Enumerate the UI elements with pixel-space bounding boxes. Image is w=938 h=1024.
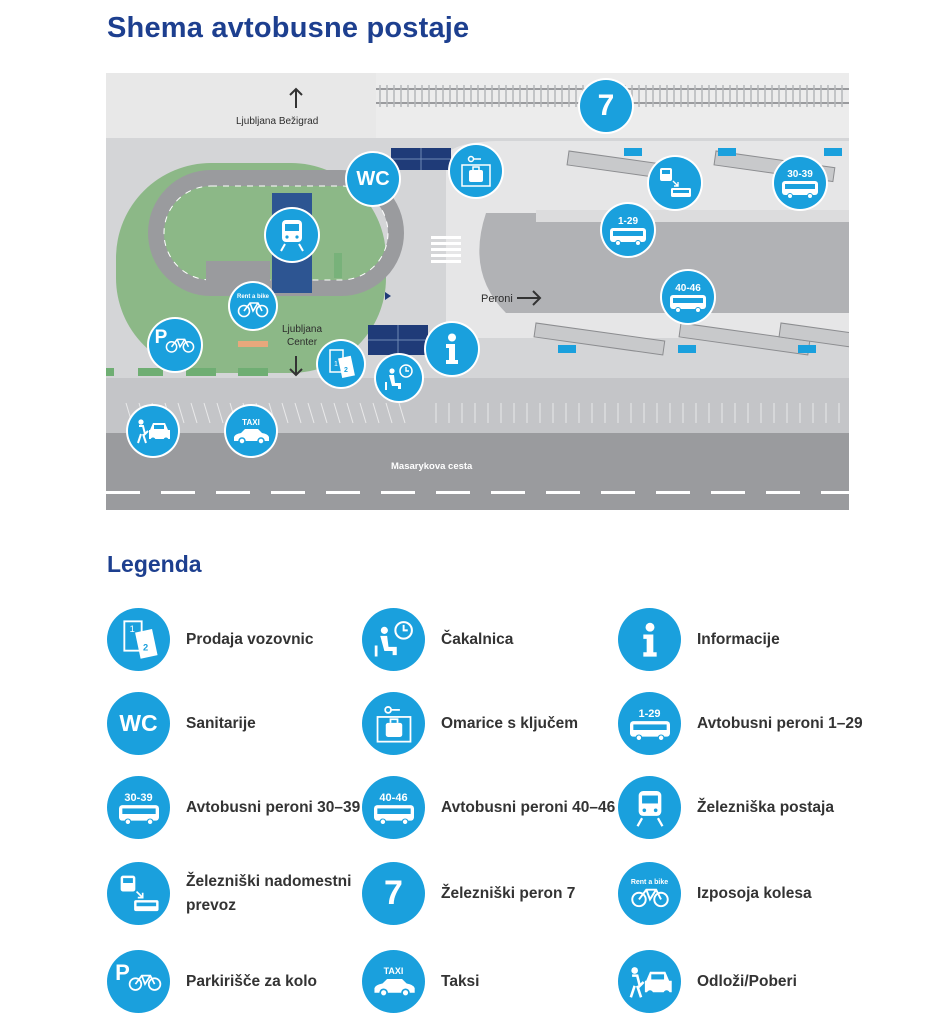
map-taxi-icon[interactable]: TAXI xyxy=(226,406,276,456)
map-info-icon[interactable] xyxy=(426,323,478,375)
map-rail-replacement-bus-icon[interactable] xyxy=(649,157,701,209)
legend-item: P Parkirišče za kolo xyxy=(107,950,361,1013)
legend-item-label: Železniška postaja xyxy=(697,798,834,816)
bike-parking-icon: P xyxy=(107,950,170,1013)
legend-item: Železniška postaja xyxy=(618,776,872,839)
map-bus-platforms-40-46-icon[interactable]: 40-46 xyxy=(662,271,714,323)
drop-off-pick-up-icon xyxy=(618,950,681,1013)
arrow-down-icon xyxy=(289,356,303,377)
map-bus-platforms-1-29-icon[interactable]: 1-29 xyxy=(602,204,654,256)
legend-item-label: Avtobusni peroni 30–39 xyxy=(186,798,361,816)
rail-platform-7-icon: 7 xyxy=(362,862,425,925)
label-masarykova-cesta: Masarykova cesta xyxy=(391,461,473,472)
waiting-room-icon xyxy=(362,608,425,671)
legend-item: TAXI Taksi xyxy=(362,950,616,1013)
map-bike-rental-icon[interactable]: Rent a bike xyxy=(230,283,276,329)
map-rail-platform-7-icon[interactable]: 7 xyxy=(580,80,632,132)
legend-item-label: Železniški nadomestni prevoz xyxy=(186,872,352,914)
svg-text:1: 1 xyxy=(334,361,338,368)
bus-platforms-1-29-icon: 1-29 xyxy=(618,692,681,755)
legend-item: WC Sanitarije xyxy=(107,692,361,755)
label-peroni: Peroni xyxy=(481,293,513,305)
bike-rental-icon: Rent a bike xyxy=(618,862,681,925)
legend-item-label: Čakalnica xyxy=(441,630,514,648)
crosswalk xyxy=(431,236,461,263)
station-map: Ljubljana Bežigrad Ljubljana Center Pero… xyxy=(106,73,849,510)
label-ljubljana-bezigrad: Ljubljana Bežigrad xyxy=(236,116,319,127)
legend-item-label: Avtobusni peroni 1–29 xyxy=(697,714,863,732)
map-wc-icon[interactable]: WC xyxy=(347,153,399,205)
bus-platforms-30-39-icon: 30-39 xyxy=(107,776,170,839)
legend-item-label: Parkirišče za kolo xyxy=(186,972,317,990)
legend-item: Železniški nadomestni prevoz xyxy=(107,862,361,925)
legend-title: Legenda xyxy=(107,551,202,577)
arrow-up-icon xyxy=(289,87,303,108)
legend-item-label: Prodaja vozovnic xyxy=(186,630,314,648)
legend-item: 1-29 Avtobusni peroni 1–29 xyxy=(618,692,872,755)
svg-text:1: 1 xyxy=(129,624,134,634)
map-drop-off-pick-up-icon[interactable] xyxy=(128,406,178,456)
map-bike-parking-icon[interactable]: P xyxy=(149,319,201,371)
arrow-right-icon xyxy=(517,290,542,306)
legend-item: 30-39 Avtobusni peroni 30–39 xyxy=(107,776,361,839)
wc-icon: WC xyxy=(107,692,170,755)
map-waiting-room-icon[interactable] xyxy=(376,355,422,401)
map-train-station-icon[interactable] xyxy=(266,209,318,261)
legend-item: Odloži/Poberi xyxy=(618,950,872,1013)
legend-item-label: Železniški peron 7 xyxy=(441,884,576,902)
legend-item: 7 Železniški peron 7 xyxy=(362,862,616,925)
legend-item: 40-46 Avtobusni peroni 40–46 xyxy=(362,776,616,839)
page-title: Shema avtobusne postaje xyxy=(107,12,470,44)
info-icon xyxy=(618,608,681,671)
legend-item-label: Avtobusni peroni 40–46 xyxy=(441,798,616,816)
map-lockers-icon[interactable] xyxy=(450,145,502,197)
legend-item: Rent a bike Izposoja kolesa xyxy=(618,862,872,925)
svg-text:2: 2 xyxy=(344,367,348,374)
legend-item: Omarice s ključem xyxy=(362,692,616,755)
legend-item-label: Sanitarije xyxy=(186,714,256,732)
train-station-icon xyxy=(618,776,681,839)
legend-item-label: Taksi xyxy=(441,972,480,990)
svg-text:2: 2 xyxy=(143,642,148,652)
lockers-icon xyxy=(362,692,425,755)
label-ljubljana-center: Ljubljana Center xyxy=(282,324,323,348)
legend-item-label: Odloži/Poberi xyxy=(697,972,797,990)
legend-item-label: Omarice s ključem xyxy=(441,714,578,732)
legend-item: Čakalnica xyxy=(362,608,616,671)
bus-platforms-40-46-icon: 40-46 xyxy=(362,776,425,839)
map-base xyxy=(106,73,849,510)
entrance-marker-icon xyxy=(385,292,391,300)
legend-item: Informacije xyxy=(618,608,872,671)
map-bus-platforms-30-39-icon[interactable]: 30-39 xyxy=(774,157,826,209)
legend-item-label: Izposoja kolesa xyxy=(697,884,812,902)
rail-replacement-bus-icon xyxy=(107,862,170,925)
taxi-icon: TAXI xyxy=(362,950,425,1013)
parking-lines xyxy=(125,402,840,424)
legend-item-label: Informacije xyxy=(697,630,780,648)
